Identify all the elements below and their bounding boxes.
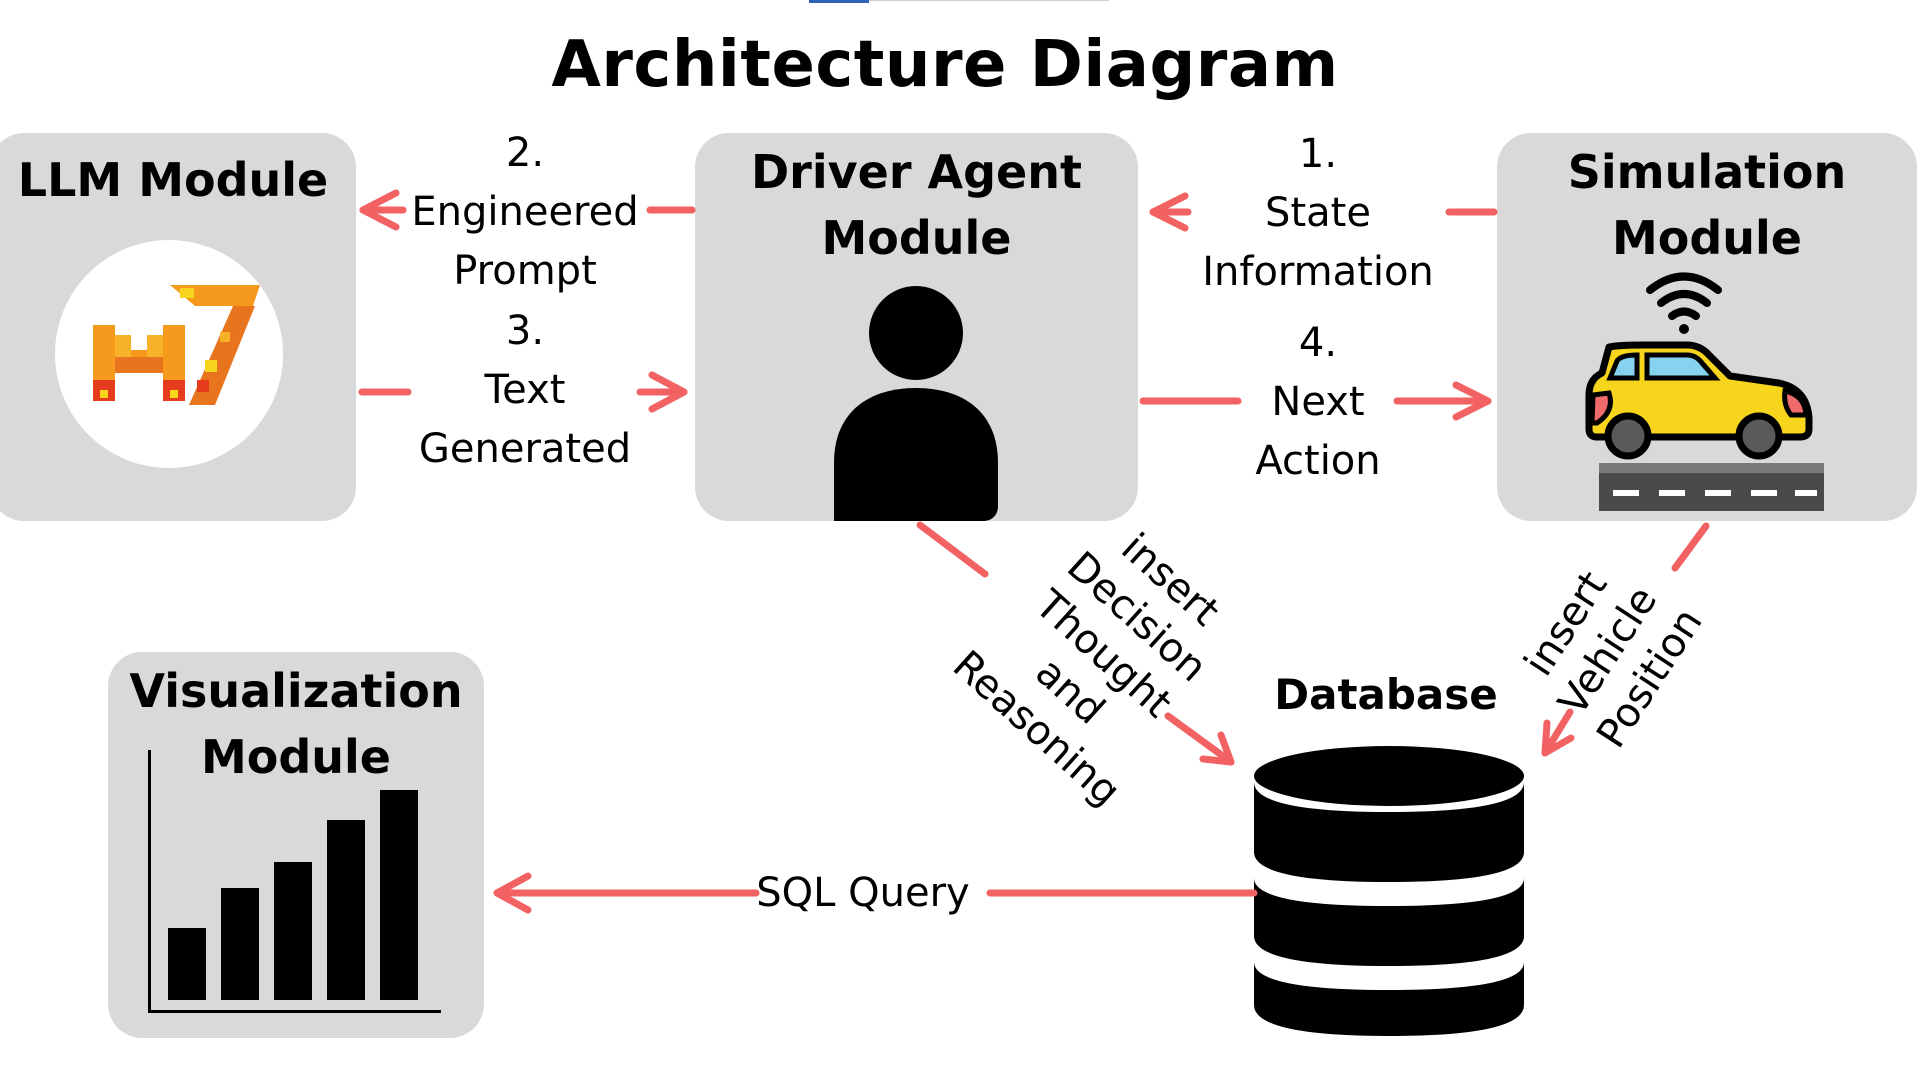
label-sql-query: SQL Query — [756, 870, 970, 916]
llm-logo-circle — [55, 240, 283, 468]
simulation-module-box: Simulation Module — [1497, 133, 1917, 521]
label-engineered-prompt: 2. Engineered Prompt — [411, 130, 639, 294]
person-icon — [834, 286, 998, 521]
llm-module-box: LLM Module — [0, 133, 356, 521]
visualization-module-title: Visualization Module — [129, 664, 463, 784]
simulation-module-title: Simulation Module — [1567, 145, 1847, 265]
bar-chart-icon — [148, 750, 441, 1013]
top-accent-bar — [809, 0, 869, 3]
arrow-insert-decision — [916, 521, 989, 578]
connected-car-icon — [1585, 272, 1824, 511]
label-text-generated: 3. Text Generated — [418, 308, 632, 472]
visualization-module-box: Visualization Module — [108, 652, 484, 1038]
driver-agent-module-title: Driver Agent Module — [751, 145, 1082, 265]
arrow-insert-vehicle — [1671, 522, 1710, 572]
label-next-action: 4. Next Action — [1255, 320, 1381, 484]
mistral-logo-icon — [93, 285, 260, 405]
label-state-information: 1. State Information — [1202, 131, 1434, 295]
driver-agent-module-box: Driver Agent Module — [695, 133, 1138, 521]
label-insert-vehicle: insert Vehicle Position — [1515, 563, 1712, 757]
database-title: Database — [1274, 670, 1498, 719]
llm-module-title: LLM Module — [17, 153, 329, 207]
page-title: Architecture Diagram — [551, 28, 1339, 102]
top-accent-line — [869, 0, 1109, 1]
